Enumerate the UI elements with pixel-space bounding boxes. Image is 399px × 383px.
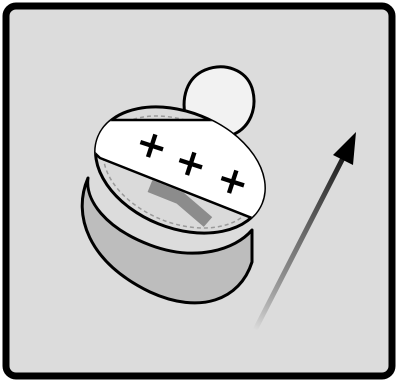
figure-canvas: + + + xyxy=(0,0,399,383)
instruction-figure: + + + xyxy=(0,0,399,383)
